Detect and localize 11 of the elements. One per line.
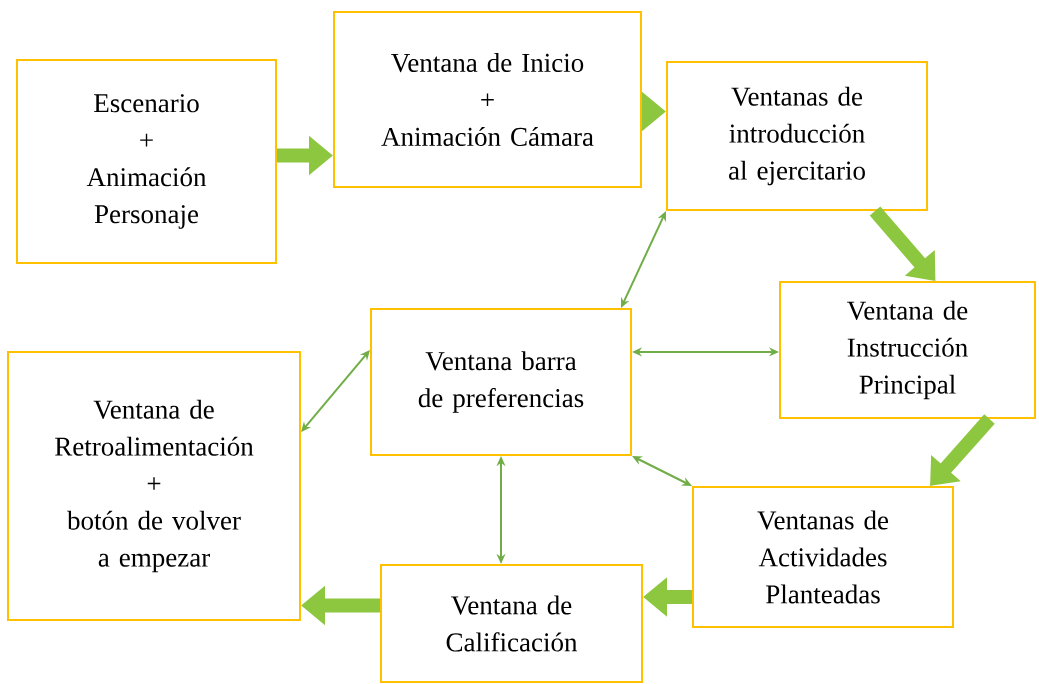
window-box: Ventana de Calificación — [380, 564, 643, 683]
block-arrow — [930, 414, 995, 486]
window-box: Ventanas de introducción al ejercitario — [666, 61, 928, 211]
block-arrow — [869, 206, 936, 281]
window-box: Ventana barra de preferencias — [370, 308, 632, 456]
window-box: Escenario + Animación Personaje — [16, 59, 277, 264]
double-arrow — [301, 350, 370, 432]
window-box: Ventana de Retroalimentación + botón de volver a empezar — [7, 351, 301, 621]
window-box: Ventana de Instrucción Principal — [779, 281, 1036, 419]
window-box: Ventanas de Actividades Planteadas — [692, 486, 954, 628]
window-box: Ventana de Inicio + Animación Cámara — [333, 11, 642, 188]
